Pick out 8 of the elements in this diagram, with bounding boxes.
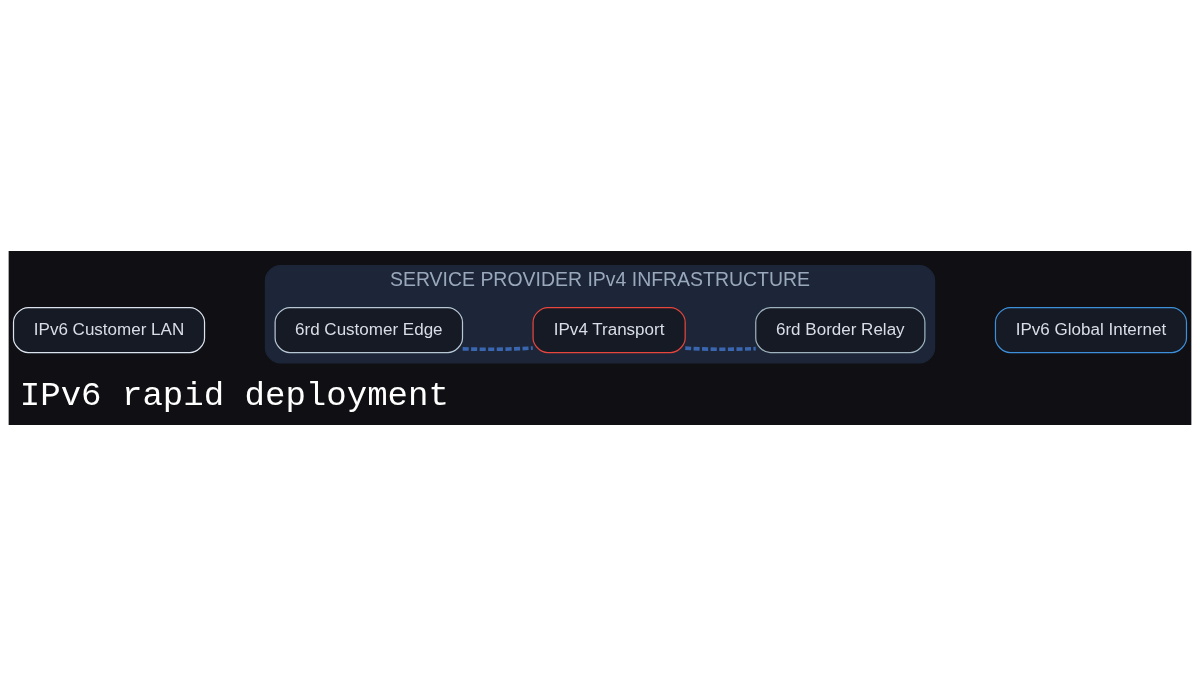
node-box: 6rd Border Relay [755,306,926,353]
node-box: IPv6 Customer LAN [12,306,206,353]
node-box: IPv4 Transport [532,306,686,353]
connector [685,345,756,351]
connector [462,345,533,351]
diagram-title: IPv6 rapid deployment [19,376,449,415]
node-box: 6rd Customer Edge [274,306,464,353]
node-box: IPv6 Global Internet [994,306,1188,353]
